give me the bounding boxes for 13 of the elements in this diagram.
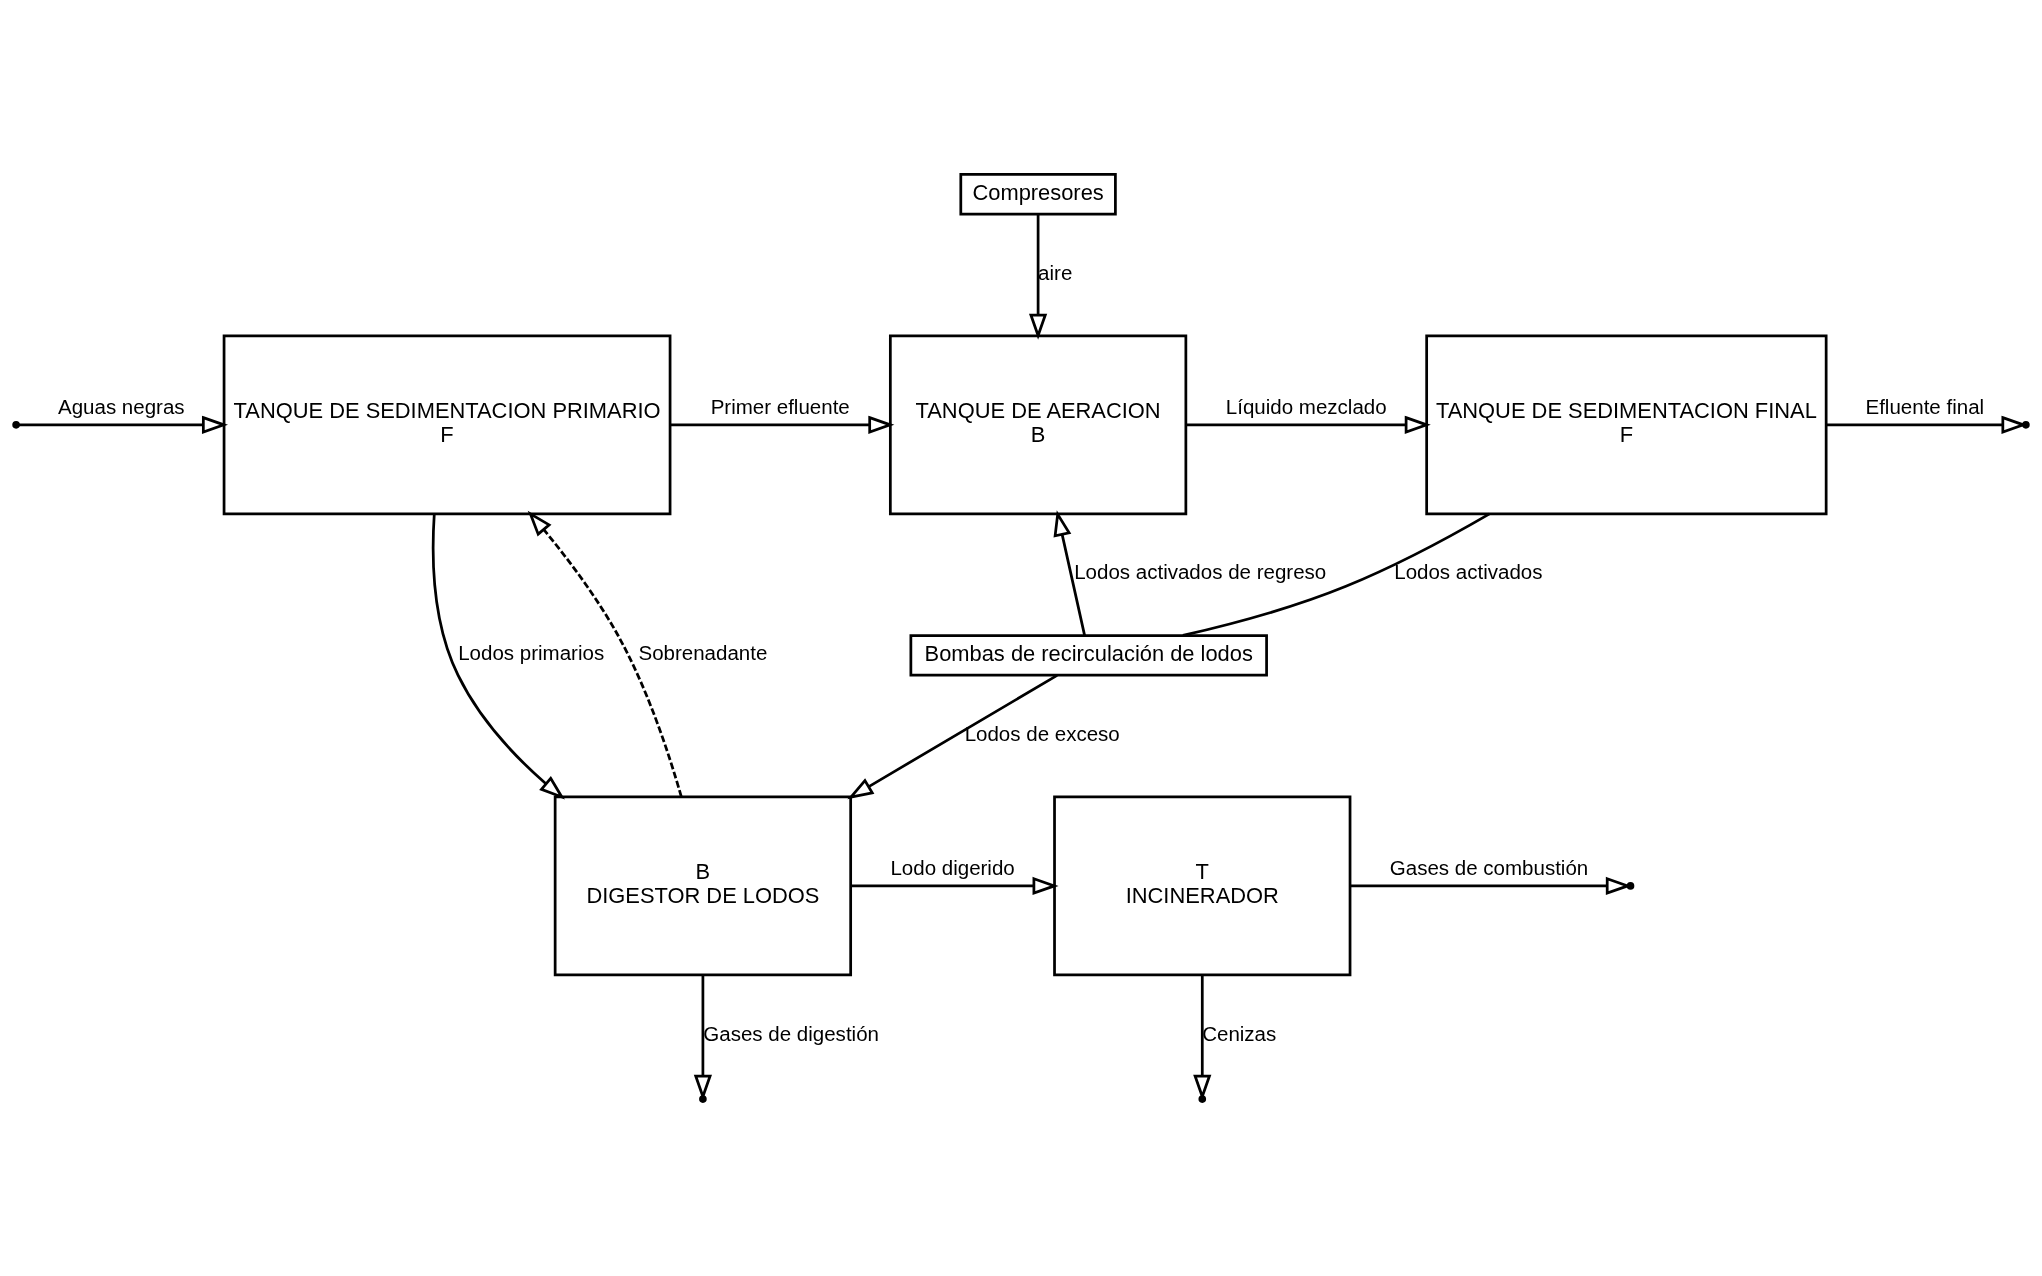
edge-label: Lodo digerido (890, 855, 1015, 879)
edge-label: Sobrenadante (638, 641, 768, 665)
edge-label: Lodos primarios (458, 641, 605, 665)
edge-label: Gases de digestión (703, 1021, 879, 1045)
edge-label: Primer efluente (710, 394, 850, 418)
edge-label: Efluente final (1865, 394, 1985, 418)
edge-label: Líquido mezclado (1225, 394, 1387, 418)
edge-label: aire (1038, 260, 1073, 284)
edge-label: Lodos activados (1394, 560, 1543, 584)
edge-label: Lodos de exceso (964, 721, 1120, 745)
edge-label: Lodos activados de regreso (1074, 560, 1327, 584)
edge-label: Gases de combustión (1389, 855, 1589, 879)
edge-label: Aguas negras (58, 394, 185, 418)
